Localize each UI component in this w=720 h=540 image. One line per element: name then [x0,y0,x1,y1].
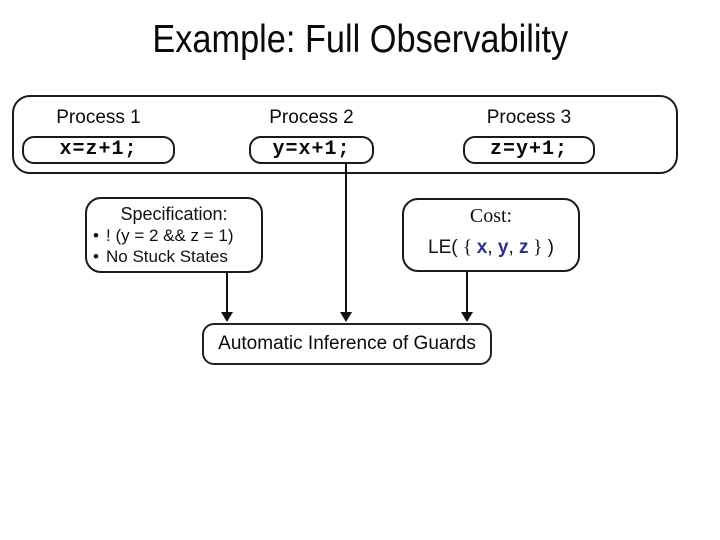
cost-expr-sep1: , [487,237,498,258]
arrow-shaft-process-2 [345,164,347,313]
cost-var-x: x [476,237,488,258]
cost-expr-brace-close: } [528,237,543,258]
cost-expr-brace-open: { [462,237,477,258]
process-1-label: Process 1 [56,107,141,128]
slide-title: Example: Full Observability [0,18,720,63]
bullet-icon: • [93,247,99,266]
specification-box: Specification: • ! (y = 2 && z = 1) • No… [85,197,263,273]
process-3-label: Process 3 [486,107,572,128]
cost-heading: Cost: [469,205,513,227]
process-2-label: Process 2 [269,107,354,128]
arrow-head-icon [221,312,233,322]
specification-heading: Specification: [120,204,228,224]
arrow-head-icon [340,312,352,322]
arrow-shaft-specification [226,272,228,313]
specification-bullet-2: • No Stuck States [87,246,261,267]
process-2-code-box: y=x+1; [249,136,374,164]
process-3-code-box: z=y+1; [463,136,595,164]
cost-var-z: z [519,237,529,258]
arrow-shaft-cost [466,272,468,313]
specification-bullet-1-text: ! (y = 2 && z = 1) [106,226,234,245]
bullet-icon: • [93,226,99,245]
specification-bullet-1: • ! (y = 2 && z = 1) [87,225,261,246]
inference-label: Automatic Inference of Guards [218,333,476,354]
specification-bullet-2-text: No Stuck States [106,247,228,266]
cost-expr-close: ) [542,237,554,258]
cost-var-y: y [497,237,509,258]
cost-expr-sep2: , [508,237,520,258]
arrow-head-icon [461,312,473,322]
process-1-code-box: x=z+1; [22,136,175,164]
inference-box: Automatic Inference of Guards [202,323,492,365]
cost-box: Cost: LE( { x, y, z } ) [402,198,580,272]
slide-title-text: Example: Full Observability [152,18,568,61]
cost-expression: LE( { x, y, z } ) [404,237,578,259]
cost-expr-open: LE( [428,237,463,258]
